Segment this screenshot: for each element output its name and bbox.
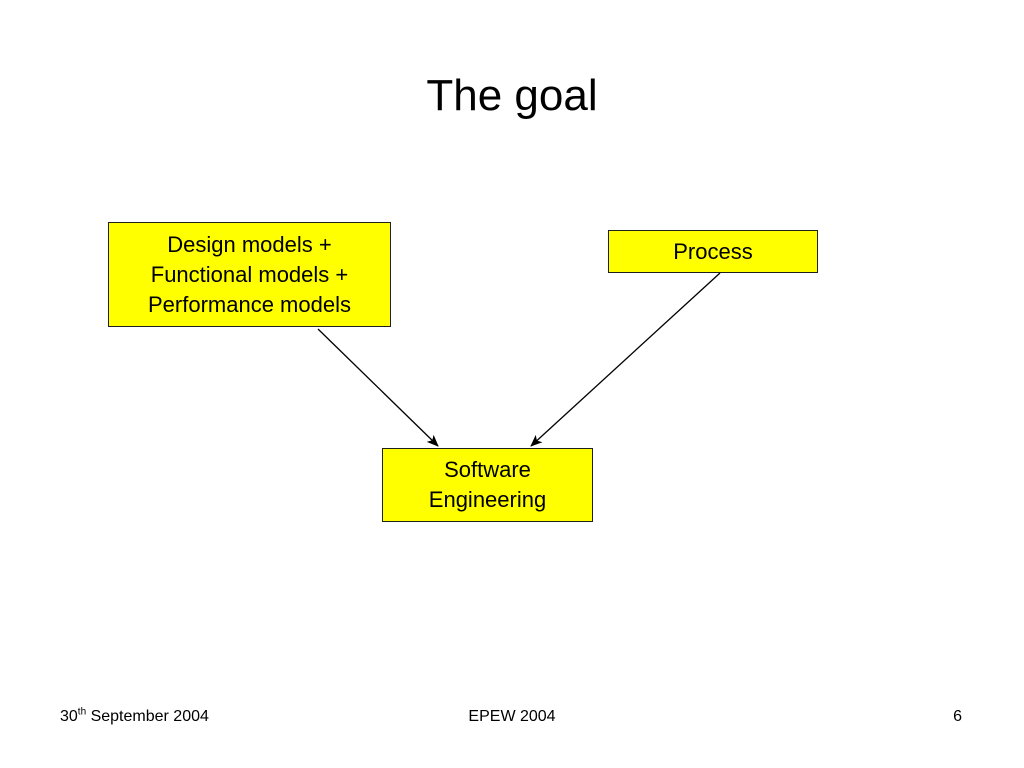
node-software-engineering-line-2: Engineering <box>428 487 547 512</box>
node-process-label: Process <box>673 238 753 264</box>
footer-date: 30th September 2004 <box>60 706 209 728</box>
arrow-process-to-software-engineering <box>530 272 721 447</box>
footer-date-rest: September 2004 <box>86 708 209 725</box>
node-models-line-3: Performance models <box>148 291 351 317</box>
footer-date-day: 30 <box>60 708 78 725</box>
node-models-line-1: Design models + <box>167 231 332 257</box>
footer-page-number: 6 <box>953 708 962 725</box>
node-models: Design models + Functional models + Perf… <box>108 222 391 327</box>
arrow-models-to-software-engineering <box>317 328 439 447</box>
footer-date-suffix: th <box>77 706 87 718</box>
slide-title: The goal <box>426 71 598 120</box>
node-process: Process <box>608 230 818 273</box>
node-software-engineering-line-1: Software <box>444 457 531 482</box>
footer-event: EPEW 2004 <box>468 708 556 725</box>
node-models-line-2: Functional models + <box>150 261 349 287</box>
node-software-engineering: Software Engineering <box>382 448 593 522</box>
